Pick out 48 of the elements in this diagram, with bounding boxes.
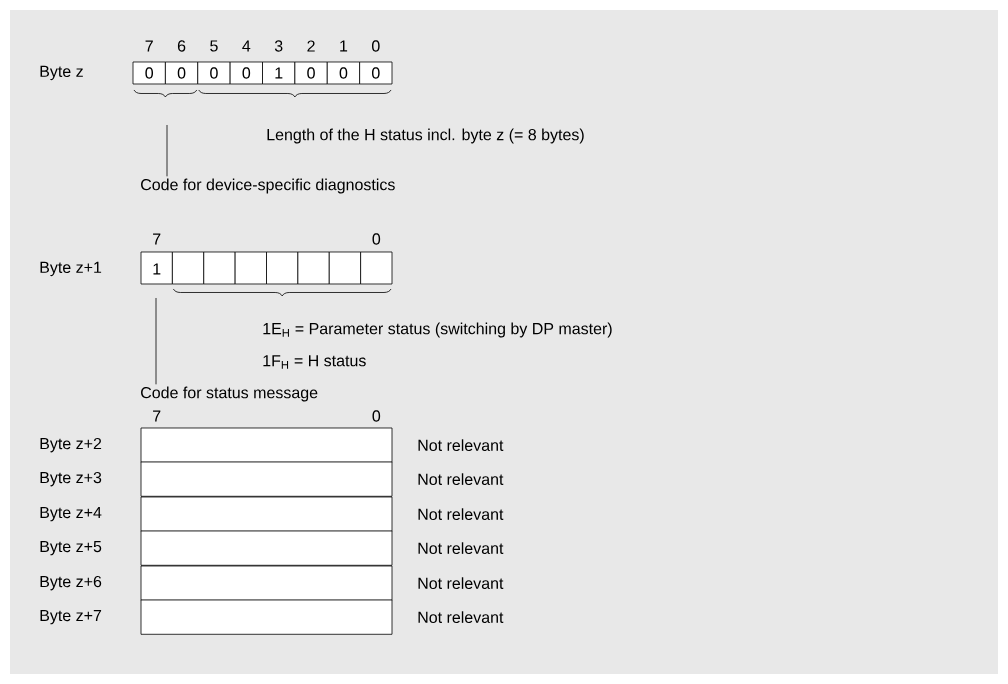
bit-value: 0: [242, 67, 251, 79]
row-label: Byte z+7: [40, 610, 102, 625]
byte-box: [140, 530, 393, 566]
bit-number: 4: [242, 40, 251, 52]
leader-line: [155, 297, 157, 385]
bit-number: 3: [274, 40, 283, 52]
note-text: Not relevant: [418, 611, 504, 623]
field-description: Length of the H status incl. byte z (= 8 bytes): [267, 128, 584, 144]
bit-value: 0: [307, 67, 315, 79]
caption-text: Code for status message: [141, 386, 318, 402]
caption-text: Code for device-specific diagnostics: [141, 178, 395, 194]
field-description: 1F$_{H}$ = H status: [263, 355, 366, 369]
bit-number: 2: [307, 40, 315, 52]
note-text: Not relevant: [418, 439, 504, 451]
row-label: Byte z+5: [40, 541, 102, 556]
row-label: Byte z+1: [40, 261, 102, 277]
note-text: Not relevant: [418, 577, 504, 589]
field-description: 1E$_{H}$ = Parameter status (switching by DP master): [263, 322, 612, 338]
bit-value: 1: [153, 263, 161, 275]
bit-number: 1: [340, 40, 348, 52]
byte-box: [140, 565, 393, 601]
row-label: Byte z+6: [40, 575, 102, 591]
bit-value: 0: [339, 67, 348, 79]
bit-value: 0: [177, 67, 186, 79]
bit-number: 0: [372, 40, 380, 52]
byte-box: [140, 496, 393, 532]
bit-number: 7: [153, 410, 161, 422]
byte-box: [140, 461, 393, 497]
row-label: Byte z+3: [40, 471, 102, 487]
bit-value: 0: [372, 67, 380, 79]
row-label: Byte z+2: [40, 437, 102, 453]
note-text: Not relevant: [418, 508, 504, 520]
bit-number: 0: [372, 410, 381, 422]
row-label: Byte z+4: [40, 507, 102, 522]
bit-number: 0: [372, 233, 381, 245]
row-label: Byte z: [40, 65, 83, 81]
byte-box: [140, 599, 393, 635]
bit-value: 1: [275, 67, 283, 79]
bit-number: 5: [210, 40, 218, 52]
bit-number: 6: [177, 40, 186, 52]
bit-value: 0: [145, 67, 153, 79]
leader-line: [166, 124, 168, 177]
bit-number: 7: [153, 233, 161, 245]
byte-box: [140, 427, 393, 463]
bit-value: 0: [210, 67, 218, 79]
note-text: Not relevant: [418, 473, 504, 485]
bit-number: 7: [145, 40, 153, 52]
note-text: Not relevant: [418, 542, 504, 554]
